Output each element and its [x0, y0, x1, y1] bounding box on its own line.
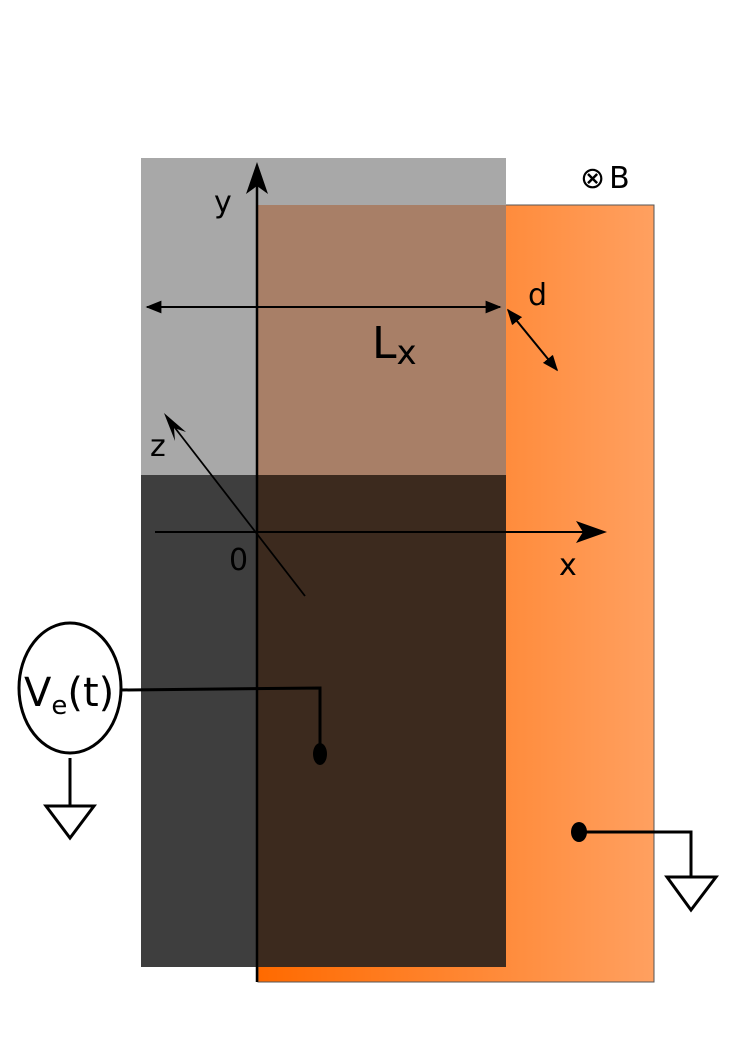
overlap-upper — [258, 205, 506, 475]
orange-ground-symbol — [664, 875, 720, 913]
d-dimension-arrow — [506, 308, 559, 372]
y-axis-label: y — [214, 185, 232, 220]
y-axis-arrowhead — [246, 162, 268, 194]
overlap-lower — [258, 475, 506, 967]
field-into-page-icon: ⊗ — [580, 161, 605, 196]
source-ground-symbol — [43, 804, 97, 841]
voltage-source-label: Ve(t) — [24, 670, 114, 721]
origin-label: 0 — [229, 543, 248, 578]
z-axis-arrowhead — [164, 413, 186, 441]
voltage-source-circle — [17, 621, 123, 755]
length-label: Lx — [372, 318, 417, 373]
source-wire — [120, 686, 322, 750]
x-axis-label: x — [559, 548, 577, 583]
x-axis-arrowhead — [576, 521, 607, 543]
orange-ground-wire — [579, 830, 693, 876]
source-contact-dot — [313, 743, 327, 765]
z-axis — [171, 423, 306, 597]
thickness-label: d — [528, 278, 547, 313]
z-axis-label: z — [150, 429, 166, 464]
magnetic-field-label: ⊗B — [580, 161, 630, 196]
